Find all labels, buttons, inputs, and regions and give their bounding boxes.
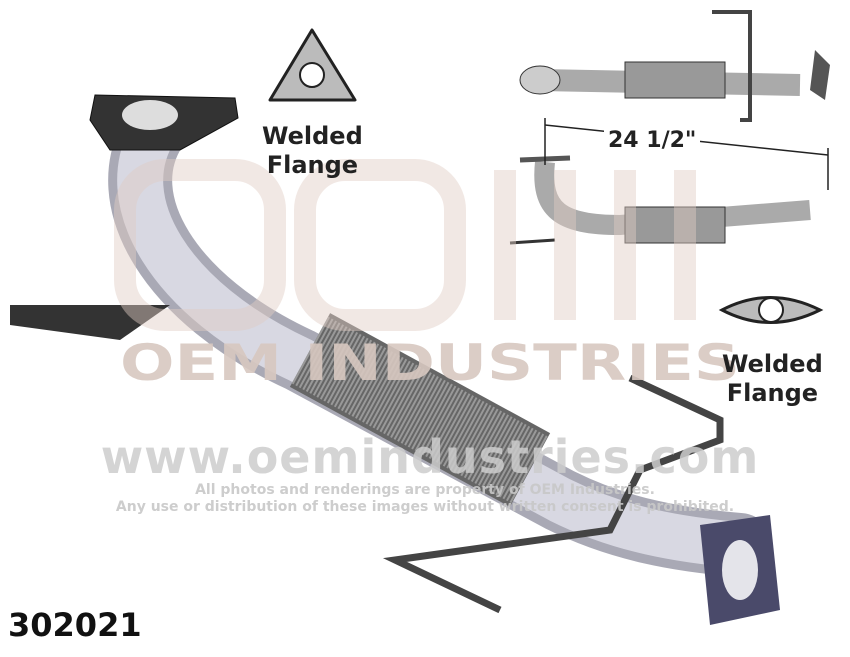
welded-flange-label-top: Welded Flange [262, 122, 363, 180]
top-view-diagram [519, 10, 830, 122]
label-line: Welded [722, 350, 823, 378]
side-view-diagram [509, 118, 829, 245]
main-pipe [108, 98, 772, 577]
watermark-notice-2: Any use or distribution of these images … [115, 499, 735, 515]
label-line: Welded [262, 122, 363, 150]
label-line: Flange [726, 379, 819, 407]
length-dimension: 24 1/2" [604, 128, 701, 153]
hanger-rod-right [382, 374, 724, 614]
part-number: 302021 [8, 606, 142, 644]
watermark-brand: OEM INDUSTRIES [120, 334, 740, 390]
watermark-notice-1: All photos and renderings are property o… [195, 482, 655, 498]
watermark-url: www.oemindustries.com [100, 430, 760, 484]
welded-flange-label-bottom: Welded Flange [722, 350, 823, 408]
bracket-left [10, 305, 170, 340]
oem-industries-watermark-logo: OEM INDUSTRIES [114, 159, 740, 390]
label-line: Flange [266, 151, 359, 179]
